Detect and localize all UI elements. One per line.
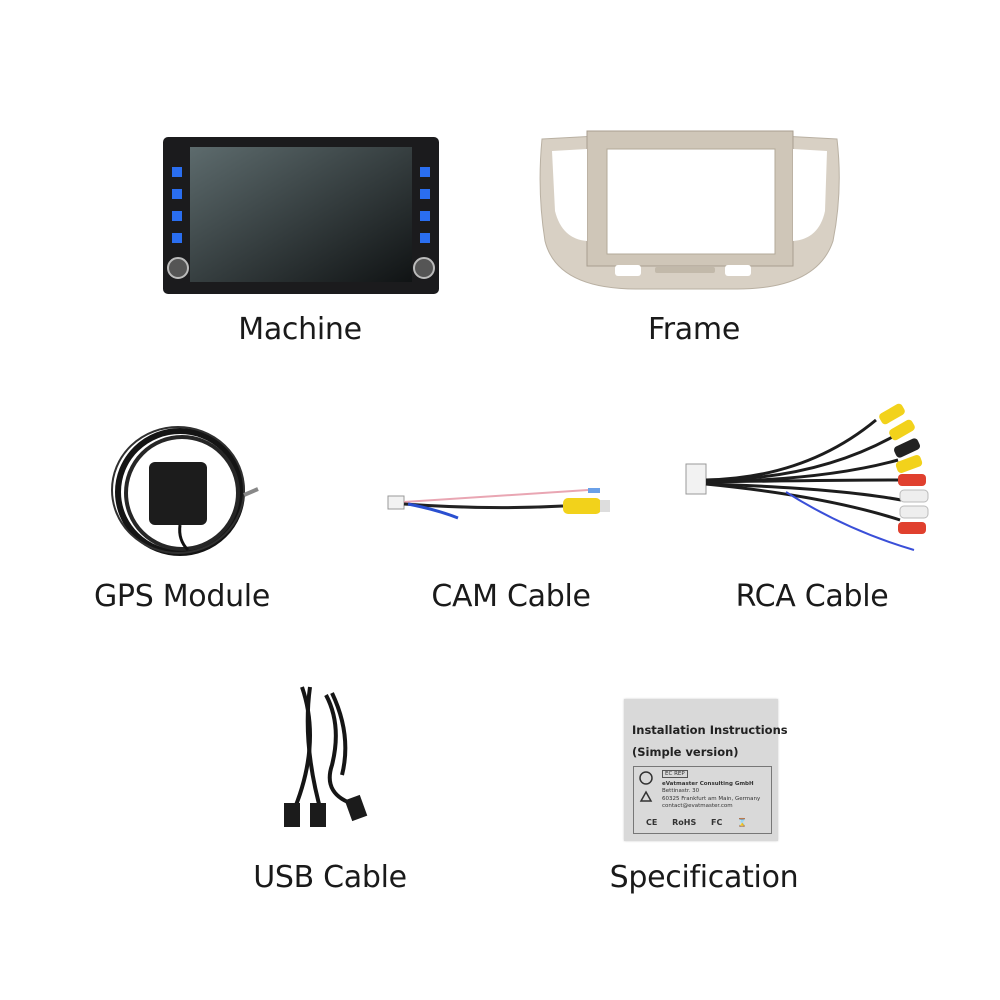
machine-image: [163, 137, 439, 294]
spec-street: Bettinastr. 30: [662, 788, 700, 794]
spec-label: Specification: [609, 860, 799, 895]
usb-cable-graphic: [284, 686, 368, 827]
spec-company: eVatmaster Consulting GmbH: [662, 781, 754, 787]
rca-harness-graphic: [685, 403, 929, 551]
frame-label: Frame: [648, 312, 740, 347]
usb-label: USB Cable: [253, 860, 407, 895]
gps-label: GPS Module: [93, 579, 270, 614]
gps-antenna-graphic: [111, 426, 259, 556]
gps-image: [108, 425, 260, 560]
cam-label: CAM Cable: [431, 579, 591, 614]
spec-title: Installation Instructions: [632, 723, 788, 737]
spec-email: contact@evatmaster.com: [662, 803, 733, 809]
rca-image: [685, 400, 938, 558]
camera-cable-graphic: [387, 488, 610, 520]
ec-rep-mark: EC REP: [662, 770, 688, 778]
spec-subtitle: (Simple version): [632, 745, 739, 759]
dash-frame-graphic: [539, 130, 840, 290]
authorized-rep-icon: [639, 771, 653, 785]
spec-city: 60325 Frankfurt am Main, Germany: [662, 796, 761, 802]
head-unit-graphic: [163, 137, 439, 294]
spec-compliance-box: EC REP eVatmaster Consulting GmbH Bettin…: [633, 766, 772, 834]
frame-image: [537, 130, 843, 291]
usb-image: [282, 685, 368, 835]
cam-image: [387, 488, 614, 524]
recycle-icon: [639, 790, 653, 802]
certification-marks: CE RoHS FC ⌛: [646, 818, 748, 827]
machine-label: Machine: [238, 312, 362, 347]
rca-label: RCA Cable: [735, 579, 889, 614]
specification-card: Installation Instructions (Simple versio…: [624, 699, 788, 841]
